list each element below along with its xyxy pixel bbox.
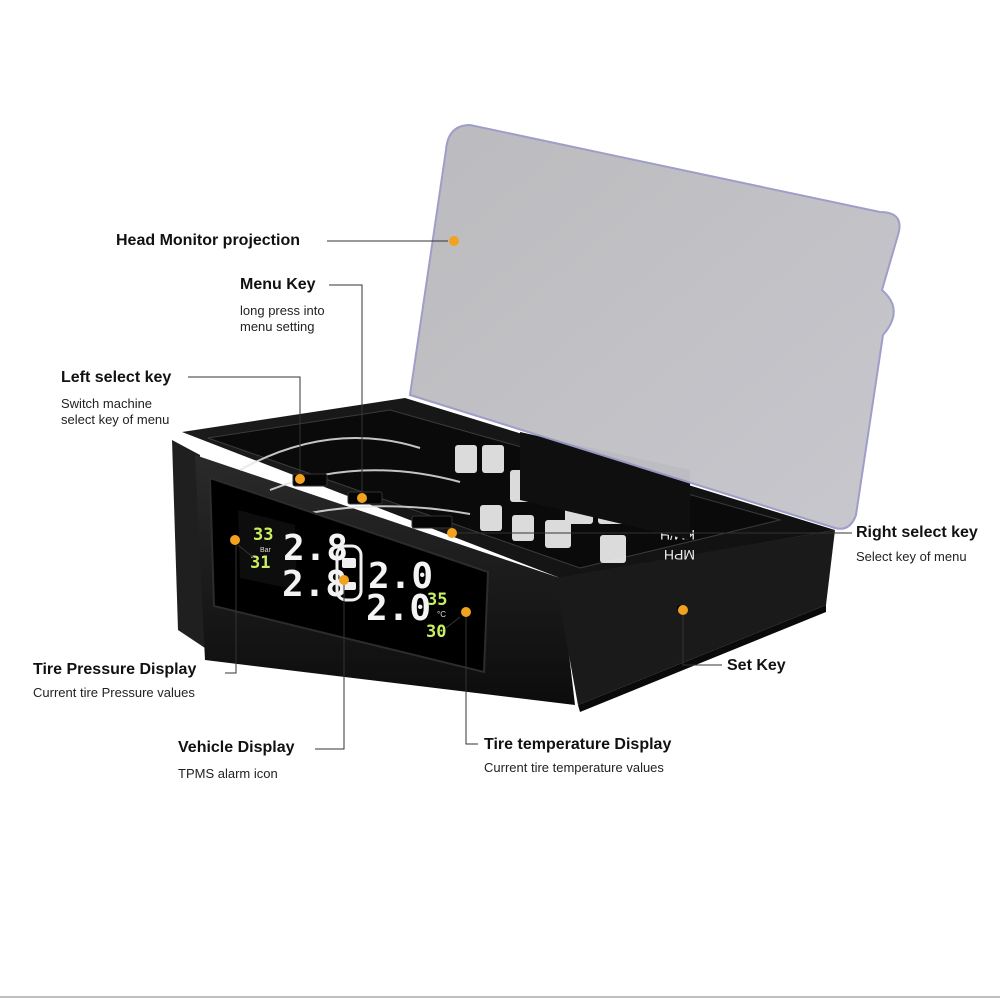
bottom-divider [0,996,1000,998]
callout-left-select-desc-2: select key of menu [61,412,170,427]
lcd-temp-bottom: 30 [426,622,446,642]
lcd-pressure-right-bottom: 2.0 [366,588,431,629]
callout-dot-set-key [678,605,688,615]
callout-tire-pressure-desc: Current tire Pressure values [33,685,195,700]
callout-dot-tire-pressure [230,535,240,545]
device-right-side [555,530,835,705]
lcd-pressure-small-bottom: 31 [250,553,270,573]
callout-tire-temperature-title: Tire temperature Display [484,736,672,753]
callout-dot-left-select [295,474,305,484]
callout-dot-vehicle [339,575,349,585]
lcd-temp-top: 35 [427,590,447,610]
callout-dots [230,236,688,617]
callout-tire-pressure-title: Tire Pressure Display [33,661,197,678]
callout-head-monitor-title: Head Monitor projection [116,232,300,249]
callout-left-select-desc-1: Switch machine [61,396,153,411]
leader-lines [188,240,852,750]
callout-tire-temperature-desc: Current tire temperature values [484,760,664,775]
callout-menu-key-title: Menu Key [240,276,316,293]
right-select-key[interactable] [411,515,453,529]
callout-dot-tire-temperature [461,607,471,617]
callout-left-select-title: Left select key [61,369,172,386]
lcd-unit-bar: Bar [260,547,272,554]
callout-vehicle-display-desc: TPMS alarm icon [178,766,278,781]
projection-glass [408,123,901,530]
callout-dot-head-monitor [449,236,459,246]
callout-right-select-desc: Select key of menu [856,549,967,564]
callout-set-key-title: Set Key [727,657,786,674]
callout-menu-key-desc-1: long press into [240,303,325,318]
lcd-pressure-small-top: 33 [253,525,273,545]
hud-unit-bottom: MPH [664,547,695,563]
lcd-vehicle-icon [335,544,363,602]
callout-right-select-title: Right select key [856,524,978,541]
tpms-lcd-screen: 33 Bar 31 2.8 2.8 2.0 2.0 35 °C 30 [208,476,490,674]
lcd-temp-unit: °C [437,610,446,619]
callout-dot-menu-key [357,493,367,503]
lcd-pressure-right-top: 2.0 [368,556,433,597]
callout-dot-right-select [447,528,457,538]
callout-vehicle-display-title: Vehicle Display [178,739,295,756]
callout-menu-key-desc-2: menu setting [240,319,315,334]
